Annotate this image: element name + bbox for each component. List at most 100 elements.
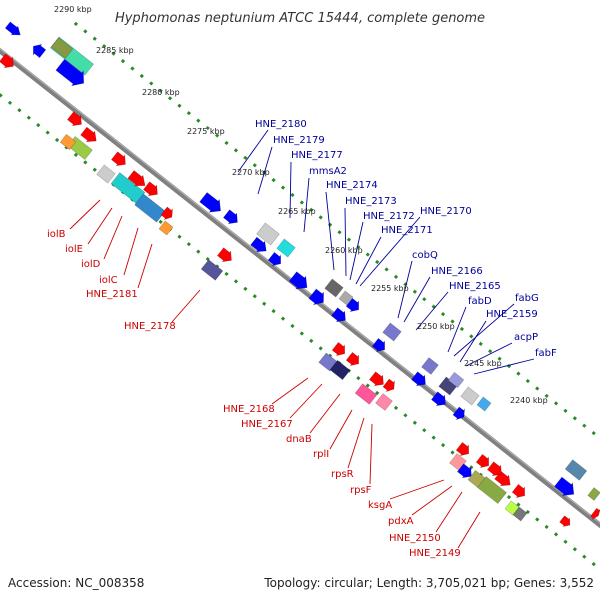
gene-feature (475, 453, 490, 469)
gene-feature (430, 391, 446, 407)
gene-label: HNE_2150 (389, 533, 441, 544)
gene-feature (382, 378, 395, 393)
scale-label: 2270 kbp (232, 168, 270, 177)
gene-feature (477, 476, 507, 504)
gene-feature (476, 396, 492, 412)
gene-label: HNE_2174 (326, 180, 378, 191)
gene-label: HNE_2167 (241, 419, 293, 430)
gene-feature (486, 461, 502, 477)
gene-label: HNE_2172 (363, 211, 415, 222)
gene-feature (410, 371, 426, 387)
gene-feature (331, 341, 346, 357)
gene-feature (354, 383, 378, 405)
gene-features (0, 22, 600, 528)
gene-feature (4, 22, 21, 36)
gene-feature (330, 307, 346, 323)
gene-label: fabG (515, 293, 539, 304)
gene-feature (345, 351, 360, 367)
gene-feature (329, 359, 351, 381)
leader-line (271, 377, 309, 405)
gene-feature (368, 371, 384, 387)
scale-label: 2265 kbp (278, 207, 316, 216)
leader-line (325, 191, 335, 271)
leader-line (465, 342, 513, 367)
leader-line (171, 289, 201, 323)
scale-label: 2290 kbp (54, 5, 92, 14)
gene-feature (587, 487, 600, 501)
gene-feature (59, 133, 77, 151)
gene-label: iolB (47, 229, 66, 240)
leader-line (303, 177, 310, 233)
leader-line (123, 227, 139, 276)
gene-feature (96, 164, 116, 184)
scale-label: 2250 kbp (417, 322, 455, 331)
scale-label: 2245 kbp (464, 359, 502, 368)
gene-feature (345, 297, 360, 313)
gene-label: rplI (313, 449, 329, 460)
gene-feature (110, 151, 126, 167)
leader-line (257, 146, 273, 195)
gene-label: rpsF (350, 485, 372, 496)
gene-label: iolD (81, 259, 101, 270)
gene-feature (338, 290, 354, 306)
leader-line (237, 129, 269, 173)
gene-feature (50, 37, 74, 59)
gene-label: HNE_2173 (345, 196, 397, 207)
leader-line (359, 216, 421, 287)
label-leader-lines (69, 129, 535, 549)
gene-feature (276, 238, 296, 258)
gene-label: iolC (99, 275, 118, 286)
gene-feature (160, 206, 173, 221)
leader-line (457, 511, 481, 549)
gene-label: mmsA2 (309, 166, 347, 177)
leader-line (447, 306, 467, 353)
gene-feature (564, 459, 588, 481)
leader-line (309, 393, 341, 434)
leader-line (289, 161, 292, 219)
gene-feature (511, 483, 526, 499)
gene-feature (456, 463, 472, 479)
gene-label: ksgA (368, 500, 392, 511)
leader-line (87, 207, 113, 245)
gene-feature (455, 441, 470, 457)
leader-line (415, 291, 449, 331)
map-title: Hyphomonas neptunium ATCC 15444, complet… (115, 11, 485, 26)
scale-label: 2280 kbp (142, 88, 180, 97)
gene-feature (200, 259, 224, 281)
gene-label: HNE_2171 (381, 225, 433, 236)
gene-feature (447, 371, 465, 389)
gene-feature (256, 222, 280, 246)
gene-feature (288, 271, 308, 290)
gene-label: pdxA (388, 516, 414, 527)
gene-label: rpsR (331, 469, 354, 480)
gene-feature (554, 476, 575, 496)
gene-feature (250, 236, 267, 253)
gene-feature (0, 53, 14, 69)
gene-label: HNE_2179 (273, 135, 325, 146)
gene-label: HNE_2168 (223, 404, 275, 415)
leader-line (329, 409, 353, 450)
gene-feature (110, 172, 146, 204)
gene-feature (127, 170, 146, 187)
gene-feature (382, 322, 402, 342)
leader-line (349, 221, 364, 281)
gene-feature (308, 288, 324, 306)
gene-label: HNE_2159 (486, 309, 538, 320)
leader-line (403, 276, 431, 323)
gene-feature (216, 247, 232, 263)
leader-line (397, 260, 413, 319)
leader-line (355, 236, 382, 285)
leader-line (69, 199, 101, 230)
scale-label: 2275 kbp (187, 127, 225, 136)
gene-feature (324, 278, 344, 298)
gene-feature (66, 111, 82, 127)
leader-line (103, 215, 123, 260)
gene-feature (80, 126, 97, 143)
scale-label: 2260 kbp (325, 246, 363, 255)
gene-feature (199, 192, 221, 213)
gene-feature (512, 506, 528, 522)
gene-feature (158, 220, 174, 236)
leader-line (289, 383, 323, 419)
gene-label: iolE (65, 244, 83, 255)
